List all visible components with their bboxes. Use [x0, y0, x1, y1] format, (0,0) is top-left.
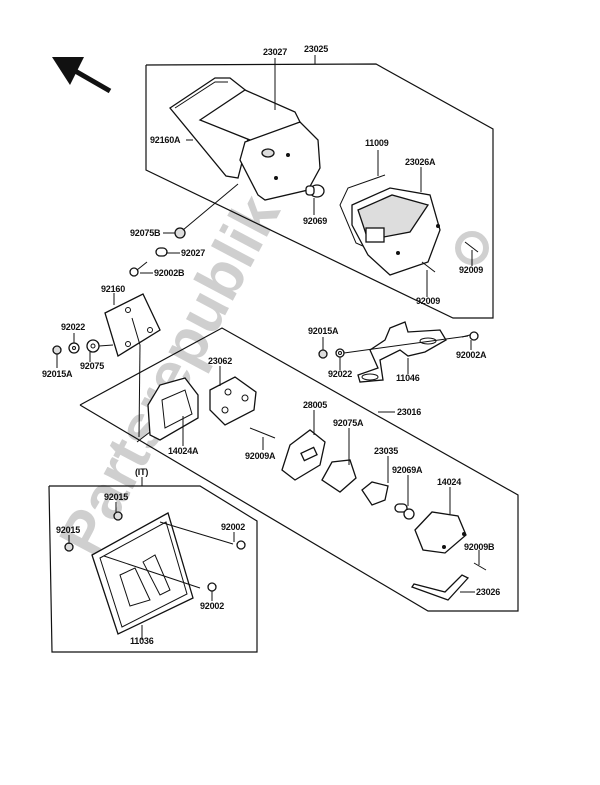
part-14024A-housing [136, 344, 199, 443]
label-92075B: 92075B [130, 228, 161, 238]
front-direction-arrow-icon [52, 57, 112, 94]
part-92022-washer-left [68, 342, 80, 354]
label-92160A: 92160A [150, 135, 181, 145]
part-labels: 23025 23027 92160A 11009 23026A 92069 92… [42, 44, 500, 646]
label-28005: 28005 [303, 400, 327, 410]
label-92015A-left: 92015A [42, 369, 73, 379]
label-92002-lower: 92002 [200, 601, 224, 611]
leader-lines [56, 58, 480, 640]
label-92075: 92075 [80, 361, 104, 371]
part-92009-screws [421, 241, 479, 273]
part-92069-bulb [305, 184, 325, 198]
label-14024A: 14024A [168, 446, 199, 456]
label-92015-top: 92015 [104, 492, 128, 502]
label-11036: 11036 [130, 636, 154, 646]
label-23027: 23027 [263, 47, 287, 57]
label-11046: 11046 [396, 373, 420, 383]
part-14024-lens [414, 511, 467, 554]
part-92009A-screw [249, 427, 276, 439]
part-23026-cover [410, 574, 470, 601]
group-box-23016 [79, 327, 519, 612]
part-92015A-nut-left [52, 345, 62, 355]
part-92009B-screw [473, 562, 487, 571]
part-23035-holder [361, 481, 389, 506]
label-92022-right: 92022 [328, 369, 352, 379]
part-92160-pad [104, 293, 161, 357]
part-92075-grommet [86, 339, 114, 353]
label-92009A: 92009A [245, 451, 276, 461]
label-92015A-right: 92015A [308, 326, 339, 336]
label-92002-upper: 92002 [221, 522, 245, 532]
group-box-23025 [145, 63, 494, 319]
label-92027: 92027 [181, 248, 205, 258]
label-23026A: 23026A [405, 157, 436, 167]
part-92002-bolts [207, 540, 246, 592]
label-14024: 14024 [437, 477, 461, 487]
label-92022-left: 92022 [61, 322, 85, 332]
label-it: (IT) [135, 467, 148, 477]
label-92160: 92160 [101, 284, 125, 294]
label-92009-a: 92009 [459, 265, 483, 275]
label-92075A: 92075A [333, 418, 364, 428]
label-23026: 23026 [476, 587, 500, 597]
label-23035: 23035 [374, 446, 398, 456]
part-28005-socket [281, 429, 326, 481]
group-box-it [48, 485, 258, 653]
part-11046-bracket [357, 321, 447, 383]
part-92075A-grommet [321, 459, 357, 493]
part-92002B-bolt [129, 261, 148, 277]
part-23027-lens [198, 89, 321, 201]
label-92009B: 92009B [464, 542, 495, 552]
label-11009: 11009 [365, 138, 389, 148]
label-23025: 23025 [304, 44, 328, 54]
label-92002A: 92002A [456, 350, 487, 360]
label-23016: 23016 [397, 407, 421, 417]
label-23062: 23062 [208, 356, 232, 366]
part-92027-collar [155, 247, 168, 257]
part-11009-bracket [339, 174, 386, 251]
label-92015-left: 92015 [56, 525, 80, 535]
part-92069A-bulb [394, 503, 415, 520]
part-92015-nuts [64, 511, 123, 552]
label-92069A: 92069A [392, 465, 423, 475]
part-23026A-housing [351, 187, 441, 276]
label-92002B: 92002B [154, 268, 185, 278]
label-92009-b: 92009 [416, 296, 440, 306]
part-92002A-bolt [461, 331, 479, 341]
label-92069: 92069 [303, 216, 327, 226]
part-11036-plate-bracket [91, 512, 234, 635]
part-92015A-nut-right [318, 349, 328, 359]
part-23062-gasket [209, 376, 257, 426]
